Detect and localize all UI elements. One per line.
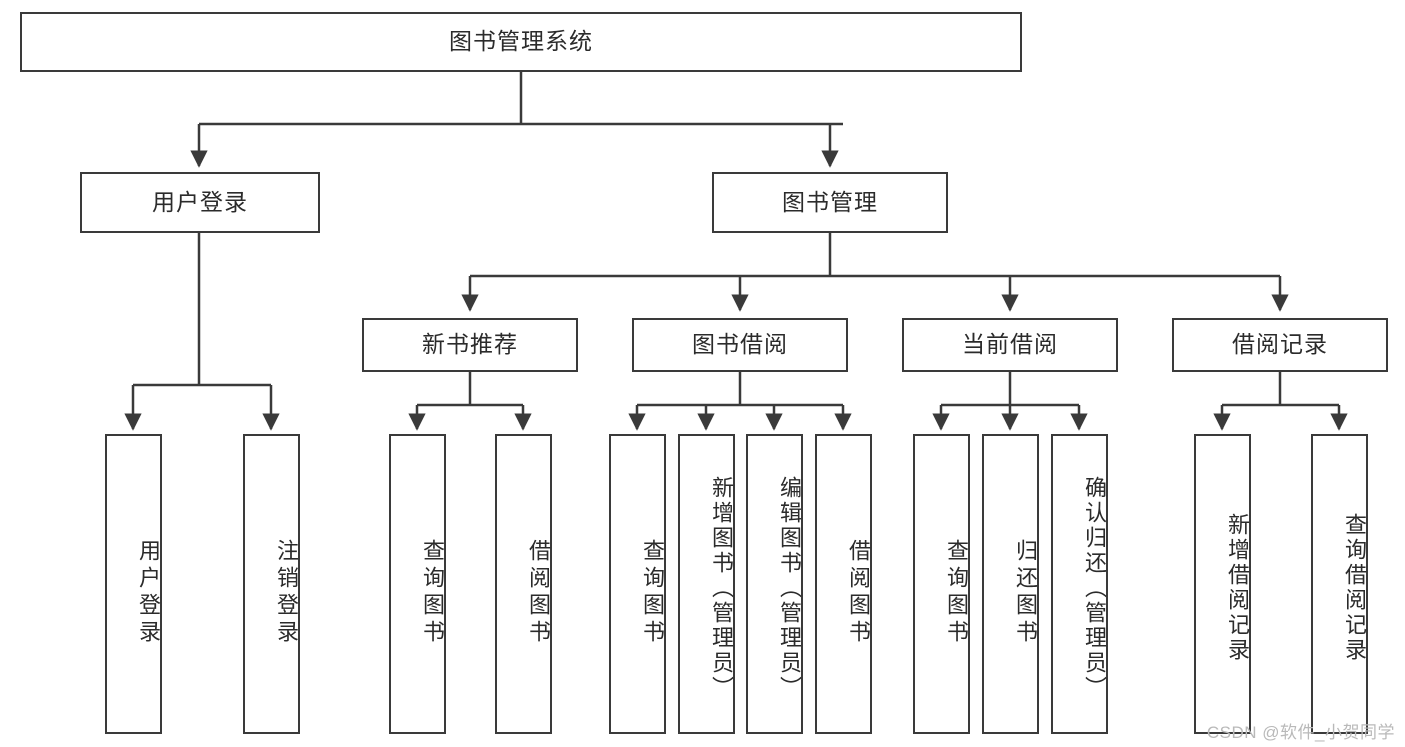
node-leaf-user-logout[interactable]: 注销登录 <box>243 434 300 734</box>
node-book-manage-label: 图书管理 <box>782 188 878 215</box>
node-user-login-label: 用户登录 <box>152 188 248 215</box>
node-leaf-user-login-label: 用户登录 <box>136 539 161 647</box>
node-leaf-return-book[interactable]: 归还图书 <box>982 434 1039 734</box>
node-root[interactable]: 图书管理系统 <box>20 12 1022 72</box>
node-leaf-query-book-3-label: 查询图书 <box>944 539 969 647</box>
node-leaf-query-book-2[interactable]: 查询图书 <box>609 434 666 734</box>
node-user-login[interactable]: 用户登录 <box>80 172 320 233</box>
node-leaf-user-login[interactable]: 用户登录 <box>105 434 162 734</box>
node-new-book-recommend[interactable]: 新书推荐 <box>362 318 578 372</box>
node-current-borrow-label: 当前借阅 <box>962 331 1058 358</box>
node-leaf-borrow-book-2[interactable]: 借阅图书 <box>815 434 872 734</box>
node-leaf-user-logout-label: 注销登录 <box>274 539 299 647</box>
node-new-book-recommend-label: 新书推荐 <box>422 331 518 358</box>
node-book-borrow[interactable]: 图书借阅 <box>632 318 848 372</box>
node-leaf-return-book-label: 归还图书 <box>1013 539 1038 647</box>
node-book-borrow-label: 图书借阅 <box>692 331 788 358</box>
node-leaf-add-record-label: 新增借阅记录 <box>1225 513 1250 663</box>
node-leaf-edit-book-label: 编辑图书（管理员） <box>777 475 802 701</box>
node-leaf-query-book-3[interactable]: 查询图书 <box>913 434 970 734</box>
node-leaf-add-record[interactable]: 新增借阅记录 <box>1194 434 1251 734</box>
node-book-manage[interactable]: 图书管理 <box>712 172 948 233</box>
node-borrow-record[interactable]: 借阅记录 <box>1172 318 1388 372</box>
node-leaf-add-book-label: 新增图书（管理员） <box>709 475 734 701</box>
node-leaf-borrow-book-1[interactable]: 借阅图书 <box>495 434 552 734</box>
node-leaf-add-book[interactable]: 新增图书（管理员） <box>678 434 735 734</box>
node-leaf-confirm-return-label: 确认归还（管理员） <box>1082 475 1107 701</box>
node-leaf-query-book-1-label: 查询图书 <box>420 539 445 647</box>
node-root-label: 图书管理系统 <box>449 28 593 55</box>
node-leaf-query-book-2-label: 查询图书 <box>640 539 665 647</box>
node-leaf-edit-book[interactable]: 编辑图书（管理员） <box>746 434 803 734</box>
node-leaf-borrow-book-1-label: 借阅图书 <box>526 539 551 647</box>
node-leaf-borrow-book-2-label: 借阅图书 <box>846 539 871 647</box>
node-borrow-record-label: 借阅记录 <box>1232 331 1328 358</box>
node-leaf-query-record[interactable]: 查询借阅记录 <box>1311 434 1368 734</box>
node-current-borrow[interactable]: 当前借阅 <box>902 318 1118 372</box>
node-leaf-confirm-return[interactable]: 确认归还（管理员） <box>1051 434 1108 734</box>
watermark-text: CSDN @软件_小贺同学 <box>1206 723 1395 742</box>
node-leaf-query-record-label: 查询借阅记录 <box>1342 513 1367 663</box>
node-leaf-query-book-1[interactable]: 查询图书 <box>389 434 446 734</box>
